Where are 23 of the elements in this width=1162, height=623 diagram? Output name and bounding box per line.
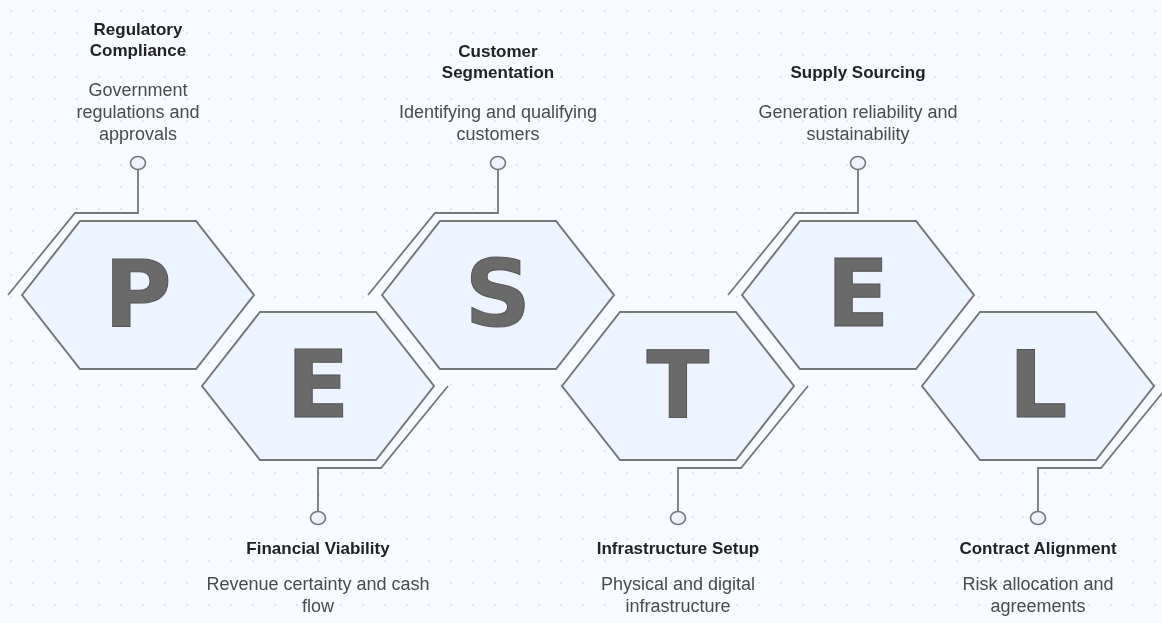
factor-heading: Customer Segmentation xyxy=(440,41,556,83)
factor-description: Generation reliability and sustainability xyxy=(757,101,959,145)
hexagon-letter: E xyxy=(826,249,890,341)
connector-line xyxy=(367,155,507,296)
factor-description: Government regulations and approvals xyxy=(75,79,201,145)
factor-heading: Contract Alignment xyxy=(959,538,1117,559)
hexagon-letter: T xyxy=(646,340,710,432)
factor-description: Revenue certainty and cash flow xyxy=(205,573,431,617)
connector-line xyxy=(727,155,867,296)
connector-line xyxy=(669,385,809,526)
hexagon-letter: P xyxy=(104,249,172,341)
factor-description: Identifying and qualifying customers xyxy=(397,101,599,145)
factor-description: Physical and digital infrastructure xyxy=(599,573,757,617)
hexagon-letter: E xyxy=(286,340,350,432)
factor-heading: Regulatory Compliance xyxy=(88,19,188,61)
factor-heading: Infrastructure Setup xyxy=(596,538,760,559)
hexagon-letter: L xyxy=(1008,340,1068,432)
factor-heading: Financial Viability xyxy=(246,538,390,559)
connector-line xyxy=(7,155,147,296)
hexagon-letter: S xyxy=(464,249,532,341)
factor-heading: Supply Sourcing xyxy=(790,62,926,83)
factor-description: Risk allocation and agreements xyxy=(961,573,1115,617)
connector-line xyxy=(309,385,449,526)
